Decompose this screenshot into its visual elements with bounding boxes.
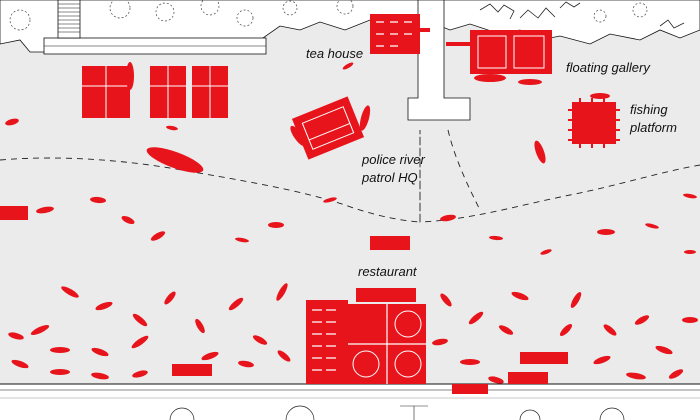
small-boat	[511, 291, 529, 301]
small-boat	[276, 283, 288, 301]
north-houseboat-details	[82, 66, 228, 118]
small-boat	[540, 249, 552, 255]
restaurant-complex	[306, 236, 426, 384]
marina-long-boats	[0, 206, 568, 394]
small-boat	[36, 206, 54, 214]
small-boat	[150, 231, 166, 241]
small-boat	[603, 324, 617, 336]
small-boats	[5, 62, 698, 384]
small-boat	[590, 93, 610, 99]
label-tea-house: tea house	[306, 46, 363, 61]
small-boat	[655, 345, 673, 355]
tea-house	[370, 14, 430, 54]
small-boat	[228, 297, 244, 311]
small-boat	[593, 355, 611, 365]
police-hq-boat	[291, 96, 365, 160]
small-boat	[164, 291, 176, 305]
small-boat	[468, 311, 484, 325]
pier-route	[447, 129, 481, 211]
north-bank-trees	[9, 0, 648, 31]
small-boat	[91, 347, 109, 357]
label-police-line2: patrol HQ	[361, 170, 418, 185]
small-boat	[323, 197, 337, 203]
small-boat	[126, 62, 134, 90]
fishing-platform	[568, 98, 620, 148]
small-boat	[132, 370, 148, 378]
small-boat	[683, 193, 697, 199]
label-fishing-line2: platform	[629, 120, 677, 135]
small-boat	[50, 347, 70, 353]
north-bank-scribbles	[479, 1, 685, 29]
small-boat	[121, 215, 135, 225]
patrol-route	[0, 130, 700, 223]
south-promenade	[0, 383, 700, 420]
small-boat	[474, 74, 506, 82]
small-boat	[268, 222, 284, 228]
small-boat	[195, 318, 205, 334]
small-boat	[131, 335, 149, 349]
small-boat	[61, 286, 79, 298]
small-boat	[597, 229, 615, 235]
small-boat	[570, 292, 582, 308]
small-boat	[90, 196, 106, 204]
small-boat	[645, 223, 659, 229]
small-boat	[146, 147, 204, 173]
small-boat	[440, 214, 456, 222]
small-boat	[252, 335, 268, 345]
small-boat	[682, 317, 698, 323]
label-fishing-line1: fishing	[630, 102, 668, 117]
small-boat	[559, 323, 573, 337]
small-boat	[432, 338, 448, 346]
small-boat	[238, 360, 254, 368]
small-boat	[50, 369, 70, 375]
label-restaurant: restaurant	[358, 264, 418, 279]
small-boat	[488, 376, 504, 384]
small-boat	[460, 359, 480, 365]
floating-gallery	[446, 30, 552, 74]
small-boat	[489, 235, 503, 241]
small-boat	[342, 62, 354, 70]
small-boat	[518, 79, 542, 85]
north-houseboats	[82, 66, 228, 118]
small-boat	[290, 125, 306, 147]
label-police-line1: police river	[361, 152, 426, 167]
label-floating-gallery: floating gallery	[566, 60, 651, 75]
small-boat	[30, 324, 50, 336]
small-boat	[440, 293, 452, 307]
small-boat	[5, 118, 19, 126]
small-boat	[8, 332, 24, 340]
small-boat	[166, 125, 178, 131]
small-boat	[201, 351, 219, 361]
small-boat	[132, 313, 148, 327]
small-boat	[634, 315, 650, 325]
north-dock	[43, 0, 267, 55]
small-boat	[277, 350, 291, 362]
small-boat	[359, 105, 371, 131]
small-boat	[668, 369, 684, 379]
small-boat	[235, 237, 249, 243]
small-boat	[626, 372, 646, 380]
small-boat	[11, 359, 29, 369]
small-boat	[91, 372, 109, 380]
small-boat	[95, 301, 113, 311]
small-boat	[498, 325, 514, 335]
small-boat	[534, 140, 546, 164]
small-boat	[684, 250, 696, 254]
